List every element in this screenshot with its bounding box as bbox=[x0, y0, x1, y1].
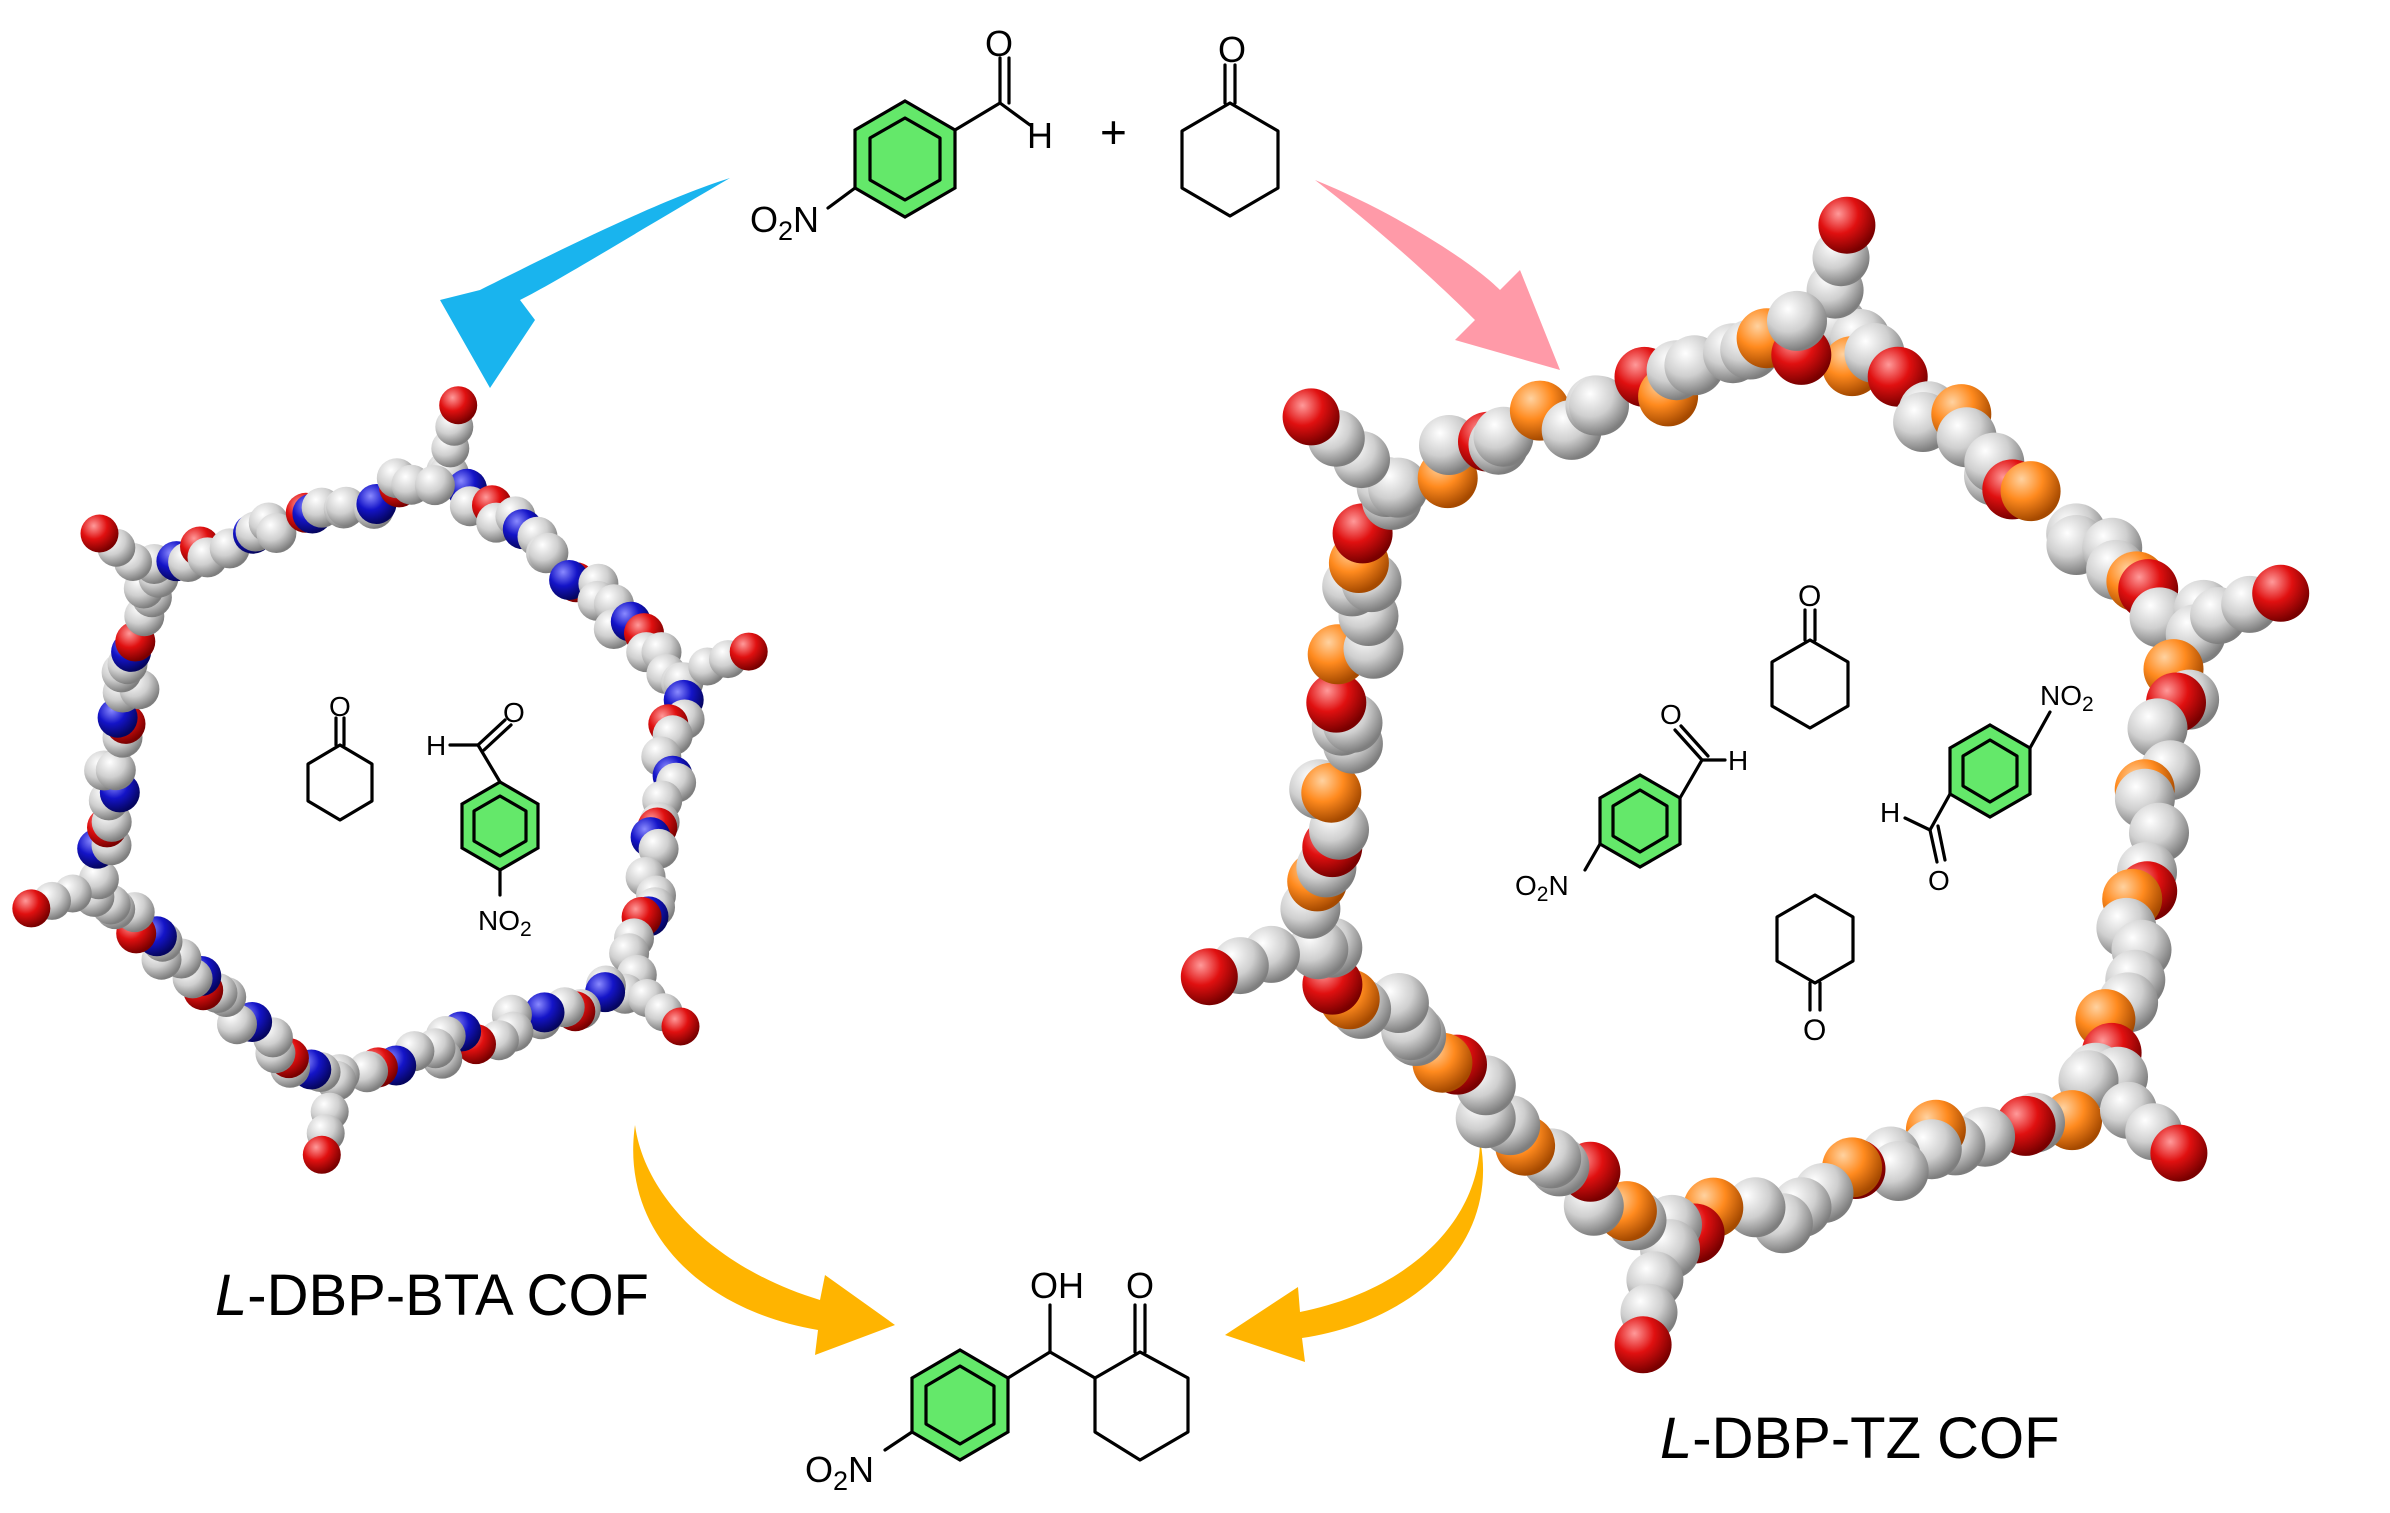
carbonyl-o-reactant: O bbox=[985, 23, 1013, 64]
right-pore-cyclohexanone-top: O bbox=[1770, 580, 1850, 730]
atom-linker bbox=[549, 560, 590, 600]
left-pore-o-aldehyde: O bbox=[503, 697, 525, 728]
atom-oxygen bbox=[1306, 672, 1367, 733]
label-left-cof: L-DBP-BTA COF bbox=[215, 1262, 649, 1329]
atom-carbon bbox=[1725, 1177, 1786, 1238]
atom-carbon bbox=[414, 465, 455, 506]
atom-linker bbox=[524, 992, 565, 1033]
left-pore-h: H bbox=[426, 730, 446, 761]
reactant-cyclohexanone: O bbox=[1180, 29, 1280, 218]
product-aldol: OH O O2N bbox=[805, 1265, 1190, 1496]
right-pore-cyclohexanone-bottom: O bbox=[1775, 893, 1855, 1047]
atom-branch bbox=[1614, 1316, 1672, 1374]
right-pore-o-bottom: O bbox=[1803, 1014, 1826, 1047]
left-pore-nitrobenzaldehyde: O H NO2 bbox=[426, 697, 540, 941]
right-pore-a-o: O bbox=[1660, 699, 1682, 730]
reactant-nitrobenzaldehyde: O H O2N bbox=[750, 23, 1053, 246]
atom-carbon bbox=[528, 532, 569, 573]
right-pore-a-h: H bbox=[1728, 745, 1748, 776]
atom-branch bbox=[439, 386, 478, 425]
atom-carbon bbox=[1767, 290, 1827, 351]
aldehyde-h-reactant: H bbox=[1027, 115, 1053, 156]
right-pore-b-h: H bbox=[1880, 797, 1900, 828]
right-pore-aldehyde-left: O H O2N bbox=[1515, 699, 1748, 906]
arrow-pink bbox=[1315, 180, 1560, 370]
carbonyl-o-cyclohexanone: O bbox=[1218, 29, 1246, 70]
product-nitro: O2N bbox=[805, 1449, 874, 1496]
atom-carbon bbox=[95, 750, 136, 791]
left-pore-nitro: NO2 bbox=[478, 905, 532, 941]
arrow-gold-left bbox=[633, 1125, 895, 1355]
right-pore-a-nitro: O2N bbox=[1515, 870, 1569, 906]
atom-branch bbox=[1818, 196, 1876, 254]
right-pore-b-o: O bbox=[1928, 865, 1950, 896]
left-pore-cyclohexanone: O bbox=[306, 691, 374, 822]
right-pore-o-top: O bbox=[1798, 580, 1821, 613]
atom-carbon bbox=[256, 513, 297, 553]
atom-branch bbox=[729, 632, 768, 671]
atom-branch bbox=[1180, 948, 1238, 1006]
atom-linker bbox=[2000, 461, 2061, 522]
product-oh: OH bbox=[1030, 1265, 1084, 1306]
label-left-cof-prefix: L bbox=[215, 1263, 248, 1328]
label-right-cof-prefix: L bbox=[1660, 1406, 1693, 1471]
atom-linker bbox=[1301, 762, 1362, 823]
atom-branch bbox=[661, 1007, 700, 1046]
atom-branch bbox=[302, 1135, 341, 1174]
atom-branch bbox=[12, 889, 51, 928]
atom-carbon bbox=[1868, 1141, 1929, 1201]
atom-branch bbox=[2150, 1124, 2208, 1182]
label-left-cof-rest: -DBP-BTA COF bbox=[247, 1263, 649, 1328]
right-pore-b-nitro: NO2 bbox=[2040, 680, 2094, 716]
label-right-cof: L-DBP-TZ COF bbox=[1660, 1405, 2060, 1472]
left-pore-o: O bbox=[329, 691, 351, 722]
arrow-gold-right bbox=[1225, 1140, 1484, 1362]
atom-branch bbox=[2252, 564, 2310, 622]
product-o: O bbox=[1126, 1265, 1154, 1306]
atom-carbon bbox=[1569, 375, 1629, 436]
atom-branch bbox=[80, 514, 119, 553]
right-pore-aldehyde-right: NO2 H O bbox=[1880, 680, 2094, 896]
cof-tz-pore bbox=[1180, 196, 2310, 1374]
atom-branch bbox=[1282, 388, 1340, 446]
cof-bta-pore bbox=[12, 386, 768, 1174]
label-right-cof-rest: -DBP-TZ COF bbox=[1692, 1406, 2060, 1471]
arrow-blue bbox=[440, 178, 730, 388]
plus-sign: + bbox=[1100, 106, 1127, 158]
nitro-label-reactant: O2N bbox=[750, 199, 819, 246]
